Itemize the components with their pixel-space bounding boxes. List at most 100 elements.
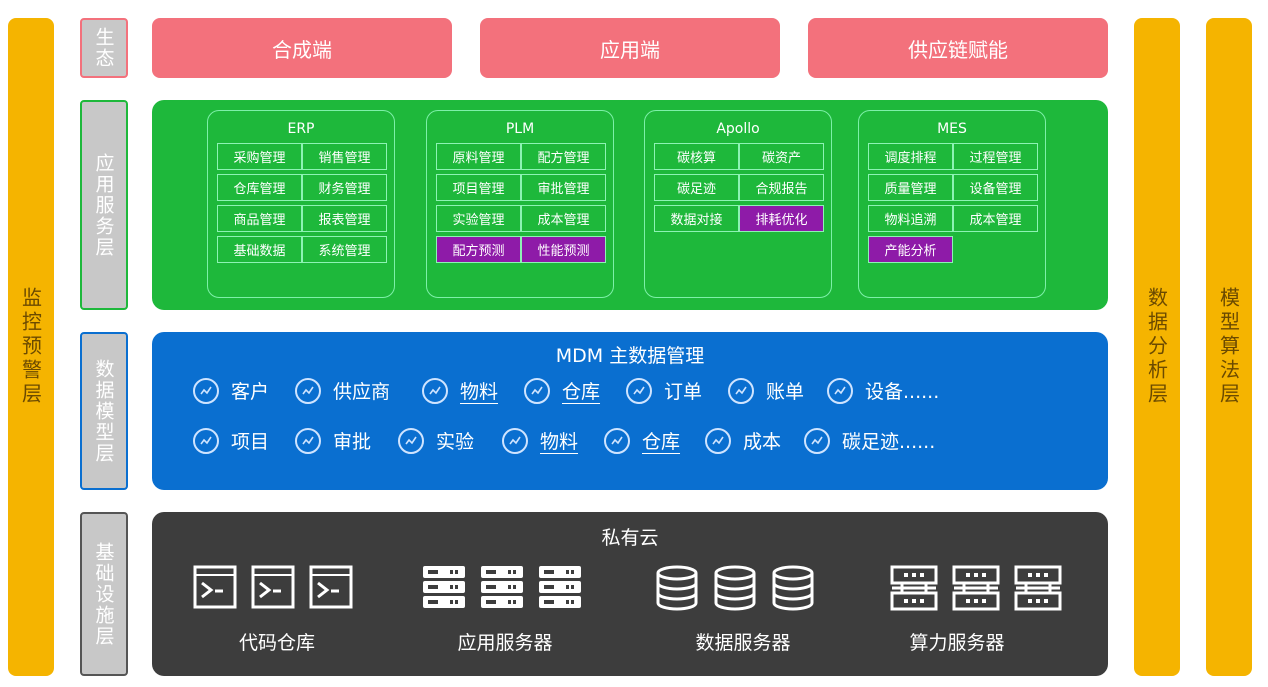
module-cell: 基础数据 — [217, 236, 302, 263]
mdm-entity-label: 项目 — [231, 431, 270, 453]
trend-icon — [193, 377, 219, 404]
module-cell: 合规报告 — [739, 174, 824, 201]
mdm-entity-label: 设备...... — [865, 381, 940, 403]
mdm-entity: 项目 — [193, 427, 269, 454]
module-cell: 数据对接 — [654, 205, 739, 232]
module-cell: 原料管理 — [436, 143, 521, 170]
mdm-entity: 客户 — [193, 377, 269, 404]
infra-icon-group — [422, 565, 582, 613]
infra-title: 私有云 — [601, 527, 659, 549]
mdm-entity: 物料 — [502, 427, 578, 454]
compute-icon — [952, 565, 1000, 615]
module-cell: 配方预测 — [436, 236, 521, 263]
app-card-title: ERP — [287, 121, 315, 137]
module-cell: 产能分析 — [868, 236, 953, 263]
layer-label-app: 应用服务层 — [80, 100, 128, 310]
mdm-entity-label: 实验 — [436, 431, 475, 453]
compute-icon — [1014, 565, 1062, 615]
module-cell: 成本管理 — [953, 205, 1038, 232]
trend-icon — [398, 427, 424, 454]
mdm-entity: 审批 — [295, 427, 371, 454]
mdm-entity-label: 客户 — [231, 381, 270, 403]
database-icon — [655, 565, 699, 615]
module-cell: 性能预测 — [521, 236, 606, 263]
terminal-icon — [251, 565, 295, 613]
trend-icon — [728, 377, 754, 404]
layer-label-ecosystem: 生态 — [80, 18, 128, 78]
mdm-entity-label: 成本 — [743, 431, 782, 453]
infra-icon-group — [193, 565, 353, 613]
module-cell: 质量管理 — [868, 174, 953, 201]
infra-label: 数据服务器 — [695, 632, 791, 654]
module-cell: 过程管理 — [953, 143, 1038, 170]
eco-block: 供应链赋能 — [808, 18, 1108, 78]
eco-block: 合成端 — [152, 18, 452, 78]
mdm-entity-label: 供应商 — [333, 381, 391, 403]
mdm-entity: 供应商 — [295, 377, 390, 404]
mdm-entity-label: 仓库 — [562, 381, 601, 403]
mdm-entity-label: 物料 — [540, 431, 579, 453]
infra-label: 算力服务器 — [909, 632, 1005, 654]
module-cell: 销售管理 — [302, 143, 387, 170]
layer-label-infra: 基础设施层 — [80, 512, 128, 676]
trend-icon — [524, 377, 550, 404]
module-cell: 系统管理 — [302, 236, 387, 263]
database-icon — [713, 565, 757, 615]
mdm-entity: 碳足迹...... — [804, 427, 935, 454]
trend-icon — [804, 427, 830, 454]
infra-icon-group — [655, 565, 815, 615]
data-analysis-layer-bar: 数据分析层 — [1134, 18, 1180, 676]
trend-icon — [827, 377, 853, 404]
module-cell: 成本管理 — [521, 205, 606, 232]
trend-icon — [604, 427, 630, 454]
trend-icon — [626, 377, 652, 404]
mdm-entity: 仓库 — [604, 427, 680, 454]
module-cell: 财务管理 — [302, 174, 387, 201]
app-card-title: MES — [937, 121, 967, 137]
compute-icon — [890, 565, 938, 615]
eco-block: 应用端 — [480, 18, 780, 78]
mdm-entity: 实验 — [398, 427, 474, 454]
module-cell: 商品管理 — [217, 205, 302, 232]
module-cell: 碳资产 — [739, 143, 824, 170]
terminal-icon — [309, 565, 353, 613]
module-cell: 调度排程 — [868, 143, 953, 170]
app-card-mes: MES 调度排程过程管理质量管理设备管理物料追溯成本管理产能分析 — [858, 110, 1046, 298]
mdm-entity-label: 审批 — [333, 431, 372, 453]
module-cell: 物料追溯 — [868, 205, 953, 232]
module-cell: 设备管理 — [953, 174, 1038, 201]
mdm-entity: 设备...... — [827, 377, 939, 404]
module-cell: 审批管理 — [521, 174, 606, 201]
server-icon — [480, 565, 524, 613]
layer-label-data: 数据模型层 — [80, 332, 128, 490]
module-cell: 仓库管理 — [217, 174, 302, 201]
module-cell: 排耗优化 — [739, 205, 824, 232]
mdm-panel — [152, 332, 1108, 490]
module-cell: 配方管理 — [521, 143, 606, 170]
module-cell: 实验管理 — [436, 205, 521, 232]
server-icon — [538, 565, 582, 613]
mdm-entity-label: 仓库 — [642, 431, 681, 453]
app-card-title: PLM — [505, 121, 535, 137]
trend-icon — [193, 427, 219, 454]
mdm-entity-label: 碳足迹...... — [842, 431, 936, 453]
app-card-title: Apollo — [716, 121, 760, 137]
module-cell: 采购管理 — [217, 143, 302, 170]
trend-icon — [422, 377, 448, 404]
infra-icon-group — [890, 565, 1062, 615]
app-card-apollo: Apollo 碳核算碳资产碳足迹合规报告数据对接排耗优化 — [644, 110, 832, 298]
mdm-entity-label: 物料 — [460, 381, 499, 403]
trend-icon — [502, 427, 528, 454]
trend-icon — [295, 377, 321, 404]
mdm-entity: 订单 — [626, 377, 702, 404]
trend-icon — [295, 427, 321, 454]
mdm-entity: 物料 — [422, 377, 498, 404]
trend-icon — [705, 427, 731, 454]
module-cell: 碳足迹 — [654, 174, 739, 201]
mdm-entity-label: 账单 — [766, 381, 805, 403]
mdm-entity-label: 订单 — [664, 381, 703, 403]
mdm-title: MDM 主数据管理 — [555, 345, 705, 367]
module-cell: 碳核算 — [654, 143, 739, 170]
